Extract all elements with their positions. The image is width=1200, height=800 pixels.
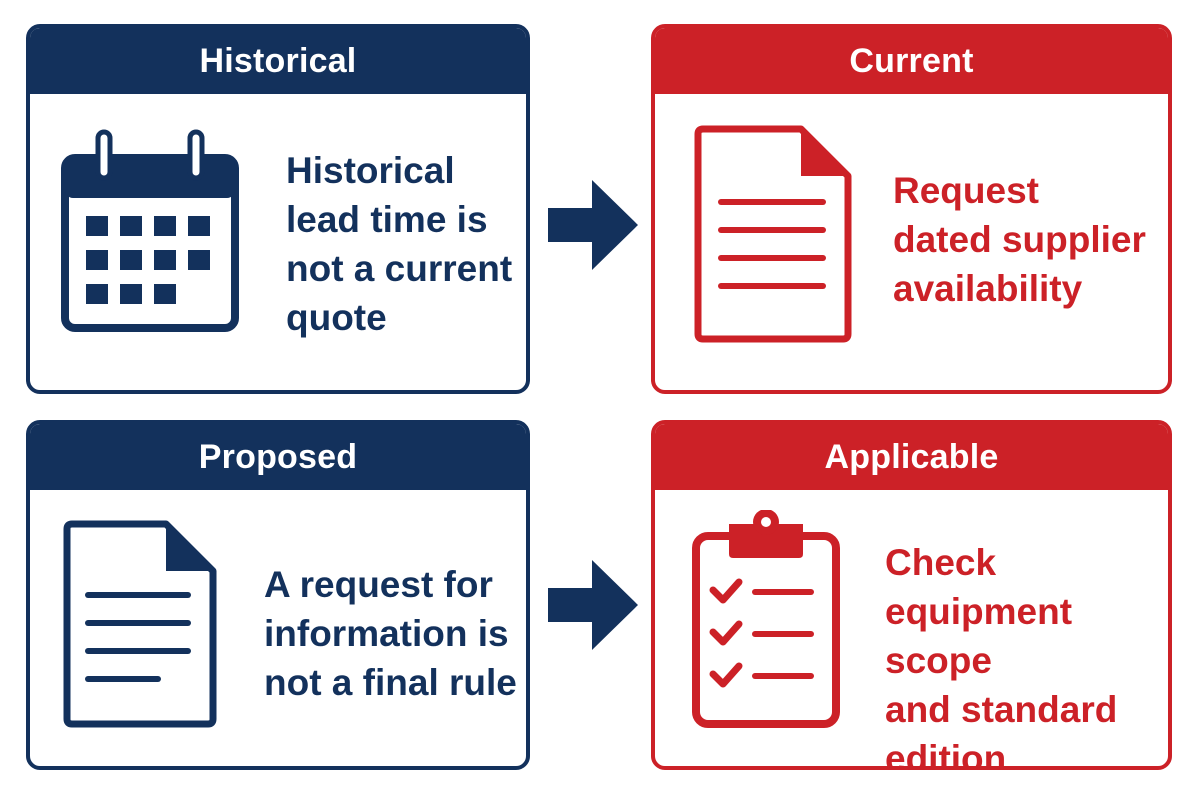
card-title: Historical	[30, 28, 526, 94]
card-message: A request for information is not a final…	[264, 564, 517, 703]
card-proposed: Proposed A request for information is no…	[26, 420, 530, 770]
card-title: Applicable	[655, 424, 1168, 490]
card-historical: Historical Historical lead time is not a…	[26, 24, 530, 394]
card-applicable: Applicable Check equipment scope and sta…	[651, 420, 1172, 770]
arrow-right-icon	[548, 560, 638, 650]
card-message: Check equipment scope and standard editi…	[885, 542, 1118, 770]
card-title: Proposed	[30, 424, 526, 490]
arrow-right-icon	[548, 180, 638, 270]
card-current: Current Request dated supplier availabil…	[651, 24, 1172, 394]
document-icon	[63, 520, 217, 728]
card-message: Request dated supplier availability	[893, 170, 1146, 309]
card-message: Historical lead time is not a current qu…	[286, 150, 513, 338]
card-title: Current	[655, 28, 1168, 94]
document-icon	[694, 125, 852, 343]
clipboard-checklist-icon	[692, 510, 840, 728]
calendar-icon	[61, 129, 239, 332]
